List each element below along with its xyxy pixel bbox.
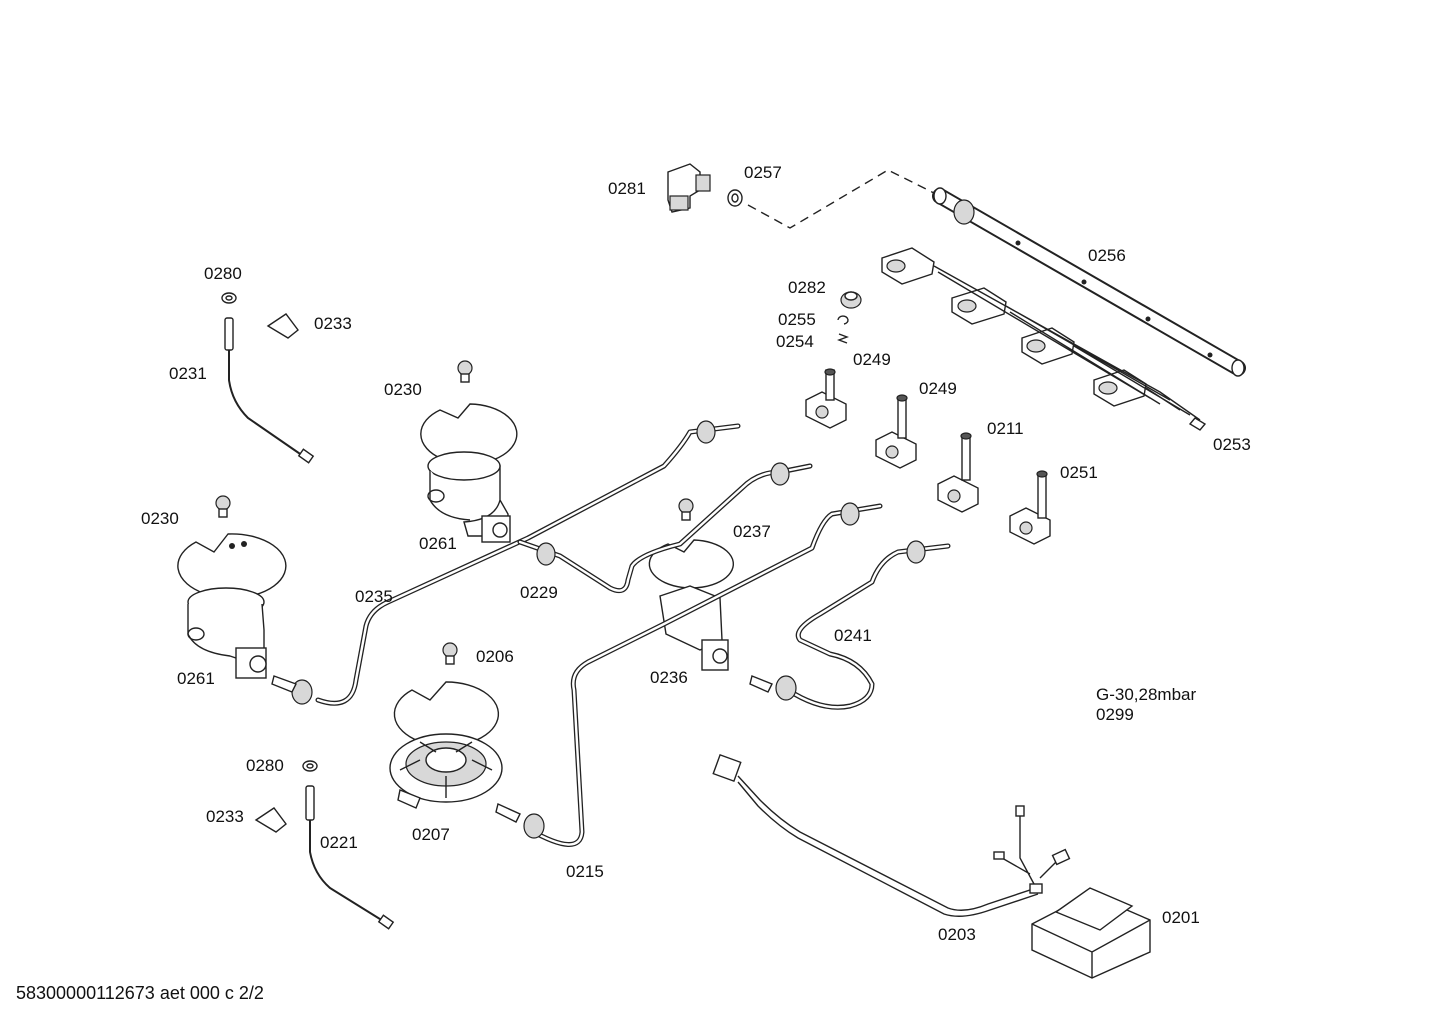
gas-manifold-rail	[932, 187, 1246, 377]
gas-pipe-0235	[291, 420, 741, 706]
label-0203: 0203	[938, 925, 976, 944]
spring	[837, 333, 849, 344]
gas-pipe-0215	[523, 502, 883, 847]
label-0281: 0281	[608, 179, 646, 198]
electrode-clip-top	[266, 313, 299, 339]
screw-lower	[442, 642, 458, 658]
injector-nozzle-center	[749, 675, 773, 693]
label-0249-first: 0249	[853, 350, 891, 369]
ignition-washer-bottom	[302, 760, 318, 772]
dashed-connection-line	[747, 169, 941, 229]
label-0261-top: 0261	[419, 534, 457, 553]
gas-spec-part: 0299	[1096, 705, 1134, 724]
label-0241: 0241	[834, 626, 872, 645]
label-0280-top: 0280	[204, 264, 242, 283]
gas-valve-4	[1009, 470, 1051, 545]
label-0261-left: 0261	[177, 669, 215, 688]
burner-cup-left	[187, 587, 267, 679]
label-0235: 0235	[355, 587, 393, 606]
electrode-clip-bottom	[254, 807, 287, 833]
label-0253: 0253	[1213, 435, 1251, 454]
label-0206: 0206	[476, 647, 514, 666]
wok-burner-base	[389, 733, 503, 809]
ignition-electrode-top	[224, 317, 315, 464]
ignition-module	[1031, 887, 1151, 979]
heat-shield-plate-center	[648, 539, 735, 589]
burner-cup-top	[427, 451, 511, 543]
label-0215: 0215	[566, 862, 604, 881]
injector-nozzle-lower	[495, 803, 521, 823]
label-0256: 0256	[1088, 246, 1126, 265]
label-0221: 0221	[320, 833, 358, 852]
label-0230-top: 0230	[384, 380, 422, 399]
elbow-fitting	[667, 163, 711, 213]
ignition-electrode-bottom	[305, 785, 395, 930]
screw-left	[215, 495, 231, 511]
label-0280-bottom: 0280	[246, 756, 284, 775]
label-0229: 0229	[520, 583, 558, 602]
label-0230-left: 0230	[141, 509, 179, 528]
label-0255: 0255	[778, 310, 816, 329]
label-0211: 0211	[987, 419, 1024, 438]
label-0251: 0251	[1060, 463, 1098, 482]
screw-center	[678, 498, 694, 514]
ignition-washer-top	[221, 292, 237, 304]
interrupter-block-set	[881, 247, 1207, 431]
retaining-clip	[837, 315, 849, 325]
gas-valve-2	[875, 394, 917, 469]
gas-pipe-0237	[517, 462, 813, 594]
label-0257: 0257	[744, 163, 782, 182]
label-0207: 0207	[412, 825, 450, 844]
screw-top	[457, 360, 473, 376]
injector-nozzle-left	[271, 675, 297, 693]
label-0233-top: 0233	[314, 314, 352, 333]
label-0236: 0236	[650, 668, 688, 687]
label-0249-second: 0249	[919, 379, 957, 398]
footer-document-code: 58300000112673 aet 000 c 2/2	[16, 983, 264, 1003]
label-0282: 0282	[788, 278, 826, 297]
label-0201: 0201	[1162, 908, 1200, 927]
gas-valve-1	[805, 368, 847, 429]
label-0237: 0237	[733, 522, 771, 541]
label-0231: 0231	[169, 364, 207, 383]
sealing-washer	[727, 189, 743, 207]
gas-valve-3	[937, 432, 979, 513]
label-0254: 0254	[776, 332, 814, 351]
label-0233-bottom: 0233	[206, 807, 244, 826]
gas-pipe-0241	[775, 540, 951, 710]
gas-spec-note: G-30,28mbar	[1096, 685, 1197, 704]
wiring-harness	[712, 753, 1071, 917]
